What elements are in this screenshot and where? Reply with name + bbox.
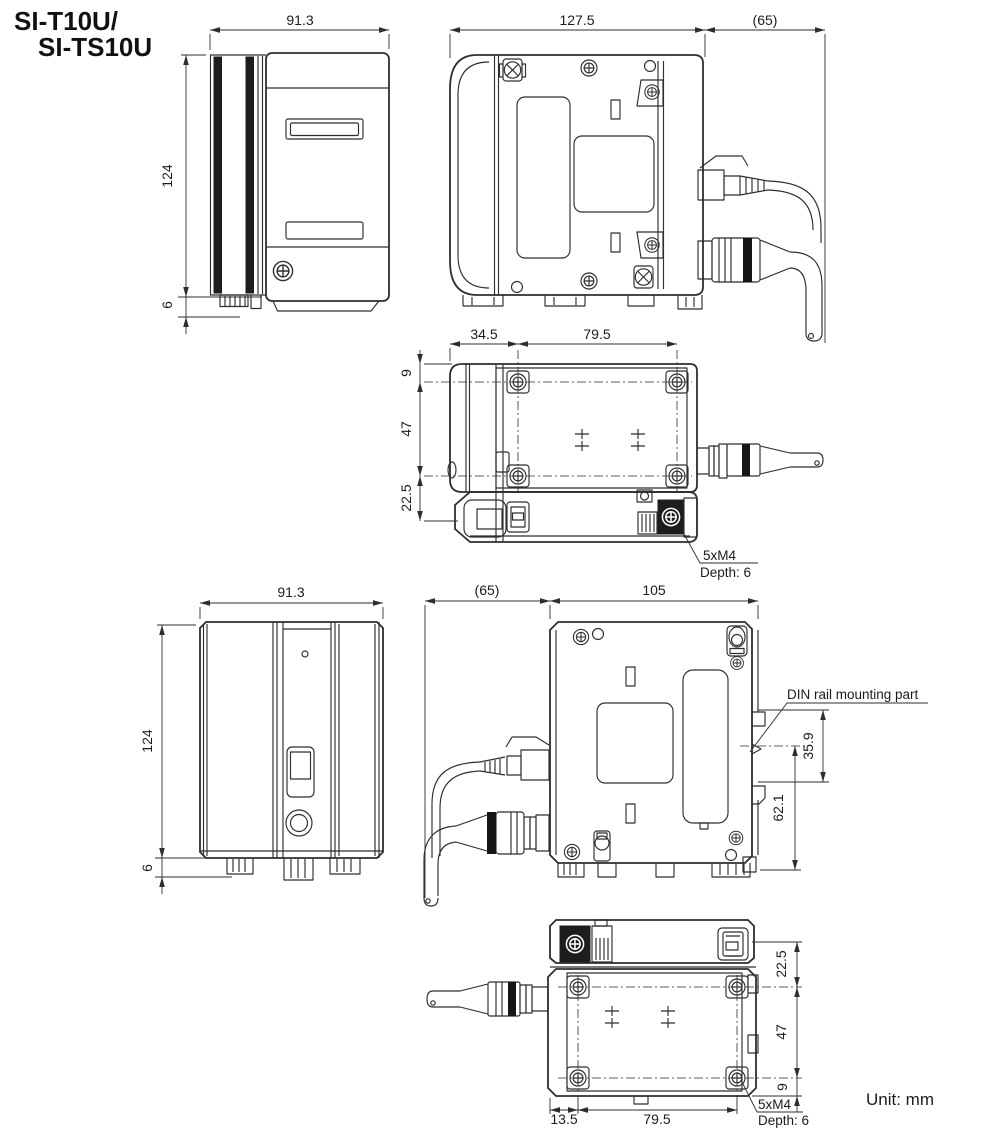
- front-screw: [272, 260, 294, 282]
- cable-cut-end: [816, 452, 824, 468]
- front-bottom-skirt: [272, 300, 380, 312]
- feet: [226, 858, 361, 881]
- side-recess: [573, 135, 655, 213]
- dim-top-terminal-depth: 22.5: [398, 484, 414, 511]
- dim-bottom-edge-offset: 9: [774, 1083, 790, 1091]
- label-window: [285, 221, 364, 240]
- dim-bottom-hole-pitch-y: 47: [773, 1024, 789, 1040]
- sensor-cable-2: [423, 811, 550, 907]
- side-recess: [596, 702, 674, 784]
- case-screw: [580, 272, 598, 290]
- view-rear-bottom: 91.3 124 6: [139, 584, 384, 894]
- dim-side-cable-bend: (65): [753, 12, 778, 28]
- polarity-mark: [660, 1005, 676, 1029]
- feet: [462, 295, 703, 310]
- polarity-mark: [574, 428, 590, 452]
- view-bottom: 22.5 47 9 13.5 79.5 5xM4 Depth: 6: [426, 919, 809, 1128]
- bottom-terminal-section: [549, 919, 756, 968]
- din-latch-bolt: [726, 625, 748, 657]
- model-title-line1: SI-T10U/: [14, 6, 118, 36]
- drawing-title: SI-T10U/ SI-TS10U: [14, 6, 152, 62]
- dim-din-rail-offset: 62.1: [770, 794, 786, 821]
- dip-switch: [637, 511, 658, 535]
- dim-rear-foot: 6: [139, 864, 155, 872]
- front-device-outline: [209, 52, 390, 312]
- adjuster-block: [559, 925, 591, 963]
- cover-plate: [566, 972, 743, 1092]
- dim-top-hole-offset-x: 34.5: [470, 326, 497, 342]
- din-rail-label: DIN rail mounting part: [787, 687, 919, 702]
- din-rail-annotation: DIN rail mounting part 35.9 62.1: [740, 687, 928, 871]
- unit-note: Unit: mm: [866, 1090, 934, 1109]
- tap-note-line2: Depth: 6: [700, 565, 751, 580]
- dim-top-hole-pitch-y: 47: [398, 421, 414, 437]
- dim-side-width: 127.5: [559, 12, 594, 28]
- dim-bottom-hole-pitch-x: 79.5: [643, 1111, 670, 1127]
- vent-slot: [610, 232, 621, 253]
- latch-keyhole: [593, 830, 611, 862]
- fiber-cable-2: [431, 736, 550, 858]
- fiber-cable: [697, 155, 822, 243]
- dim-front-height: 124: [159, 164, 175, 188]
- side-device-outline: [449, 54, 704, 310]
- tap-note-line1: 5xM4: [703, 548, 737, 563]
- vent-slot: [610, 99, 621, 120]
- display-window: [285, 118, 364, 140]
- sensor-cable: [697, 237, 823, 342]
- rear-device-outline: [199, 621, 384, 881]
- rear-switch: [286, 746, 315, 798]
- dim-bottom-hole-offset-x: 13.5: [550, 1111, 577, 1127]
- dim-side2-cable-bend: (65): [475, 582, 500, 598]
- dim-bottom-terminal-depth: 22.5: [773, 950, 789, 977]
- model-title-line2: SI-TS10U: [38, 32, 152, 62]
- dim-din-rail-width: 35.9: [800, 732, 816, 759]
- tap-note-bottom: 5xM4 Depth: 6: [740, 1079, 809, 1128]
- tap-note-top: 5xM4 Depth: 6: [683, 533, 758, 580]
- bottom-sensor-cable: [426, 981, 549, 1017]
- vent-slot: [625, 666, 636, 687]
- dim-front-foot: 6: [159, 301, 175, 309]
- fiber-port: [463, 499, 507, 538]
- indicator-hole: [301, 650, 309, 658]
- rear-connector: [285, 809, 313, 837]
- cover-plate: [495, 367, 688, 489]
- view-front-top: 91.3 124 6: [159, 12, 390, 334]
- polarity-mark: [630, 428, 646, 452]
- tap-note-line2: Depth: 6: [758, 1113, 809, 1128]
- cable-cut-end: [426, 990, 434, 1008]
- bottom-device-body: [547, 968, 759, 1105]
- view-top: 34.5 79.5 9 47 22.5: [398, 326, 824, 580]
- side2-device-outline: [549, 621, 766, 878]
- usb-port: [506, 501, 530, 533]
- usb-port: [717, 927, 749, 961]
- tap-note-line1: 5xM4: [758, 1097, 792, 1112]
- dim-front-width: 91.3: [286, 12, 313, 28]
- dim-top-hole-pitch-x: 79.5: [583, 326, 610, 342]
- mount-bracket: [636, 79, 664, 107]
- side-label-recess: [682, 669, 729, 824]
- top-sensor-cable: [696, 443, 824, 479]
- din-latch-bolt: [633, 265, 654, 289]
- dim-side2-width: 105: [642, 582, 666, 598]
- dim-rear-width: 91.3: [277, 584, 304, 600]
- cable-cut-end: [423, 897, 439, 907]
- mount-bracket: [636, 231, 664, 259]
- side-label-recess: [516, 96, 571, 259]
- din-clamp-spring: [219, 294, 249, 308]
- feet: [557, 863, 751, 878]
- dip-switch: [591, 925, 613, 963]
- din-rail-mount: [742, 630, 766, 873]
- view-side-bottom: (65) 105: [423, 582, 928, 907]
- top-terminal-section: [454, 489, 698, 543]
- polarity-mark: [604, 1005, 620, 1029]
- dim-top-edge-offset: 9: [398, 369, 414, 377]
- dim-rear-height: 124: [139, 729, 155, 753]
- view-side-top: 127.5 (65): [449, 12, 826, 343]
- case-screw: [580, 59, 598, 77]
- din-latch-bolt: [498, 58, 527, 82]
- cable-cut-end: [805, 332, 823, 342]
- vent-slot: [625, 803, 636, 824]
